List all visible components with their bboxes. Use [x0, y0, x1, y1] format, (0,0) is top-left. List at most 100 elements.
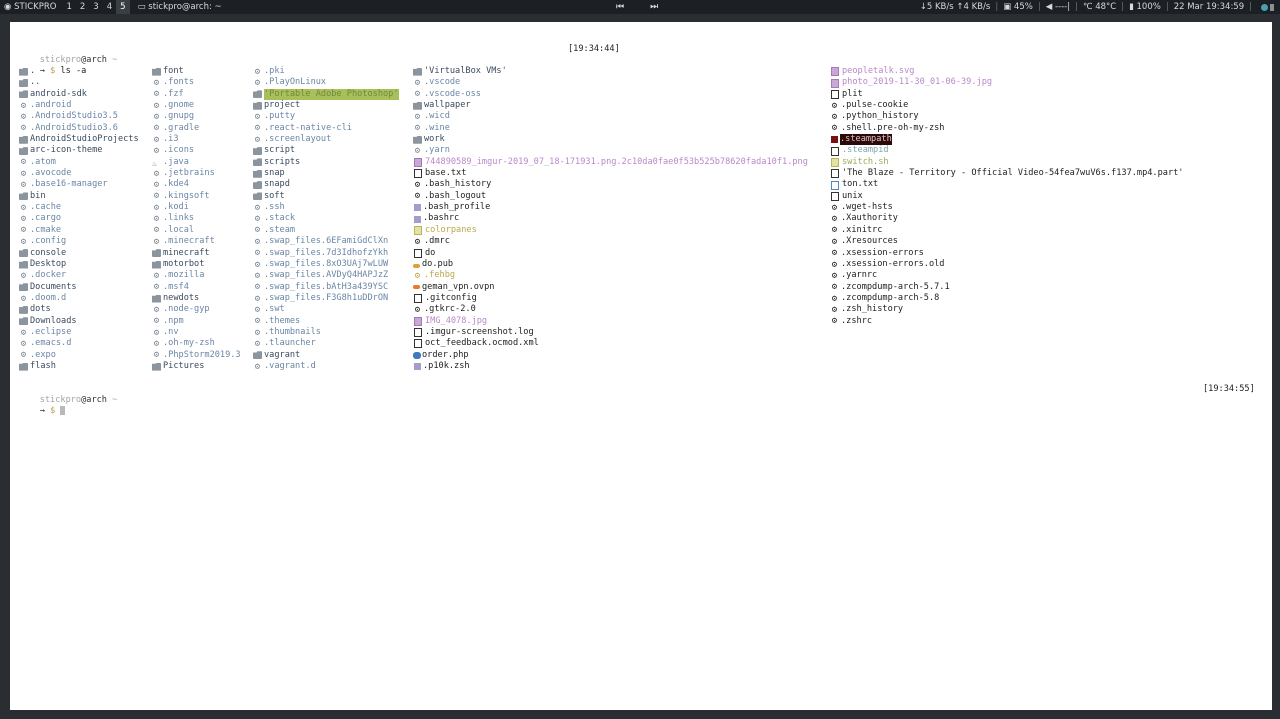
- terminal-window[interactable]: stickpro@arch ~ [19:34:44] → $ ls -a ...…: [10, 22, 1272, 710]
- tray-indicator-icon[interactable]: [1270, 3, 1274, 11]
- file-entry: ⚙.dmrc: [413, 236, 808, 247]
- file-name: .cache: [30, 202, 62, 213]
- file-name: .fzf: [163, 88, 184, 99]
- file-name: .gradle: [163, 122, 200, 133]
- file-name: .links: [163, 213, 195, 224]
- file-name: .nv: [163, 326, 179, 337]
- file-entry: ⚙.cargo: [19, 213, 139, 224]
- file-name: work: [424, 134, 445, 145]
- file-entry: ⚙.vscode-oss: [413, 89, 808, 100]
- gear-icon: ⚙: [414, 304, 421, 315]
- file-name: .kde4: [163, 179, 189, 190]
- file-name: Downloads: [30, 315, 77, 326]
- next-track-icon[interactable]: ⏭: [650, 2, 659, 12]
- file-name: .icons: [163, 145, 195, 156]
- gear-icon: ⚙: [831, 202, 838, 213]
- command-line[interactable]: → $: [19, 395, 66, 416]
- prompt-host: @arch: [81, 55, 107, 65]
- file-name: script: [264, 145, 296, 156]
- file-name: .dmrc: [424, 236, 450, 247]
- orange-icon: [413, 285, 420, 290]
- gear-icon: ⚙: [153, 112, 160, 123]
- speaker-icon[interactable]: ◀: [1045, 2, 1055, 12]
- workspace-1[interactable]: 1: [66, 2, 72, 12]
- file-name: .kodi: [163, 202, 189, 213]
- workspace-2[interactable]: 2: [79, 2, 86, 12]
- workspace-4[interactable]: 4: [106, 2, 113, 12]
- file-name: .npm: [163, 315, 184, 326]
- window-title[interactable]: ▭ stickpro@arch: ~: [138, 0, 222, 14]
- gear-icon: ⚙: [20, 100, 27, 111]
- gear-icon: ⚙: [254, 259, 261, 270]
- file-entry: arc-icon-theme: [19, 145, 139, 156]
- gear-icon: ⚙: [254, 66, 261, 77]
- file-name: Documents: [30, 281, 77, 292]
- file-name: .xsession-errors.old: [841, 258, 945, 269]
- net-up: 4 KB/s: [963, 2, 991, 12]
- file-name: .ssh: [264, 202, 285, 213]
- gear-icon: ⚙: [254, 338, 261, 349]
- file-entry: photo_2019-11-30_01-06-39.jpg: [830, 77, 1183, 88]
- file-entry: ⚙.kingsoft: [152, 191, 241, 202]
- file-name: Desktop: [30, 258, 67, 269]
- file-name: .i3: [163, 134, 179, 145]
- file-name: .bash_logout: [424, 190, 487, 201]
- gear-icon: ⚙: [153, 78, 160, 89]
- key-icon: [413, 263, 420, 268]
- file-entry: Desktop: [19, 259, 139, 270]
- file-entry: ⚙.swap_files.F3G8h1uDDrON: [253, 293, 399, 304]
- workspace-5[interactable]: 5: [116, 0, 130, 14]
- yellow-icon: [831, 157, 839, 167]
- file-name: vagrant: [264, 349, 301, 360]
- file-name: dots: [30, 304, 51, 315]
- prompt-arrow-icon: →: [39, 406, 45, 416]
- file-entry: ⚙.bash_history: [413, 179, 808, 190]
- volume-level[interactable]: ----|: [1054, 2, 1071, 12]
- prompt-line: stickpro@arch ~: [19, 384, 118, 405]
- gear-icon: ⚙: [20, 112, 27, 123]
- prompt-user: stickpro: [39, 395, 82, 405]
- gear-icon: ⚙: [254, 316, 261, 327]
- ls-column: ...android-sdk⚙.android⚙.AndroidStudio3.…: [19, 66, 139, 372]
- file-icon: [414, 328, 422, 338]
- file-entry: newdots: [152, 293, 241, 304]
- gear-icon: ⚙: [153, 89, 160, 100]
- file-name: photo_2019-11-30_01-06-39.jpg: [842, 77, 993, 88]
- file-entry: ⚙.android: [19, 100, 139, 111]
- file-entry: ⚙.atom: [19, 157, 139, 168]
- file-name: .themes: [264, 315, 301, 326]
- folder-icon: [19, 192, 28, 201]
- folder-icon: [152, 260, 161, 269]
- file-entry: ⚙.swap_files.bAtH3a439YSC: [253, 282, 399, 293]
- file-entry: ⚙.zcompdump-arch-5.7.1: [830, 282, 1183, 293]
- gear-icon: ⚙: [254, 282, 261, 293]
- previous-track-icon[interactable]: ⏮: [616, 2, 625, 12]
- file-entry: ⚙.shell.pre-oh-my-zsh: [830, 123, 1183, 134]
- file-name: flash: [30, 360, 56, 371]
- file-name: android-sdk: [30, 88, 87, 99]
- file-entry: ⚙.steam: [253, 225, 399, 236]
- gear-icon: ⚙: [153, 282, 160, 293]
- folder-icon: [19, 79, 28, 88]
- file-entry: ⚙.swap_files.6EFamiGdClXn: [253, 236, 399, 247]
- file-name: .swap_files.8xO3UAj7wLUW: [264, 258, 389, 269]
- file-entry: ⚙.wicd: [413, 111, 808, 122]
- file-name: .bash_history: [424, 179, 492, 190]
- file-name: .tlauncher: [264, 338, 316, 349]
- temperature: 48°C: [1095, 2, 1117, 12]
- workspace-3[interactable]: 3: [93, 2, 99, 12]
- file-name: .expo: [30, 349, 56, 360]
- file-name: AndroidStudioProjects: [30, 134, 139, 145]
- file-name: ..: [30, 77, 41, 88]
- file-name: .bashrc: [423, 213, 460, 224]
- gear-icon: ⚙: [831, 304, 838, 315]
- tray-app-icon[interactable]: [1261, 3, 1268, 11]
- gear-icon: ⚙: [153, 100, 160, 111]
- gear-icon: ⚙: [414, 180, 421, 191]
- gear-icon: ⚙: [20, 168, 27, 179]
- file-entry: font: [152, 66, 241, 77]
- gear-icon: ⚙: [831, 259, 838, 270]
- file-name: .avocode: [30, 168, 72, 179]
- file-icon: [831, 169, 839, 179]
